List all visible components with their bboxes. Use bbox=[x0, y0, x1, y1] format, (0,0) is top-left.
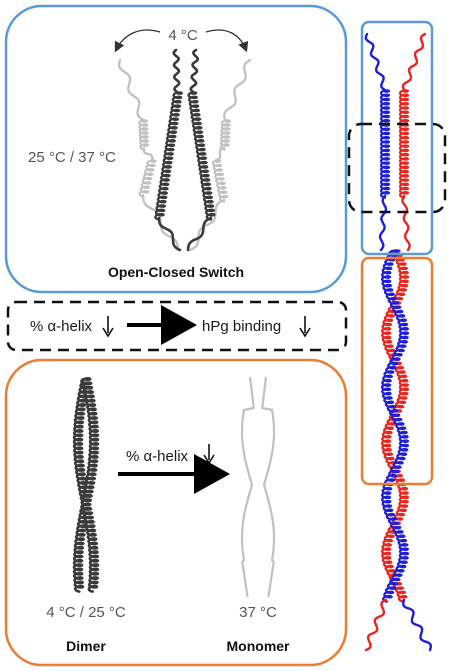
monomer-chain bbox=[261, 376, 276, 598]
right-orange-highlight-box bbox=[360, 256, 434, 486]
curved-arrow-left-icon bbox=[114, 29, 161, 53]
red-strand-segment bbox=[401, 194, 411, 252]
right-blue-highlight-box bbox=[360, 20, 434, 256]
dimer-title: Dimer bbox=[66, 638, 106, 654]
closed-strand-segment bbox=[186, 216, 213, 252]
temp-cold-label: 4 °C bbox=[168, 27, 198, 44]
red-strand-segment bbox=[364, 598, 388, 652]
blue-helix-segment bbox=[380, 249, 410, 603]
dimer-structure bbox=[72, 377, 100, 593]
closed-strand-segment bbox=[172, 48, 181, 94]
open-helix-segment bbox=[219, 119, 231, 151]
open-strand-segment bbox=[117, 58, 145, 122]
closed-helix-segment bbox=[154, 91, 183, 221]
full-protein-structure bbox=[364, 32, 432, 652]
dimer-helix-chain bbox=[72, 377, 100, 593]
switch-closed-strands bbox=[154, 48, 216, 252]
open-strand-segment bbox=[223, 58, 252, 122]
down-arrow-icon bbox=[203, 444, 215, 465]
dimer-temp-label: 4 °C / 25 °C bbox=[46, 604, 126, 621]
monomer-temp-label: 37 °C bbox=[239, 604, 277, 621]
open-strand-segment bbox=[142, 146, 154, 162]
open-strand-segment bbox=[214, 146, 226, 162]
monomer-chain bbox=[240, 376, 255, 598]
dimer-helix-label: % α-helix bbox=[126, 448, 189, 465]
open-helix-segment bbox=[211, 159, 229, 203]
switch-open-strands bbox=[117, 58, 252, 252]
blue-strand-segment bbox=[364, 32, 387, 92]
blue-helix-segment bbox=[379, 89, 391, 199]
closed-strand-segment bbox=[189, 48, 200, 94]
dimer-panel-box bbox=[4, 358, 348, 667]
dimer-helix-chain bbox=[72, 377, 100, 593]
down-arrow-icon bbox=[299, 316, 311, 338]
helix-binding-panel bbox=[6, 300, 348, 352]
closed-helix-segment bbox=[187, 91, 216, 221]
open-helix-segment bbox=[138, 119, 150, 151]
open-strand-segment bbox=[188, 198, 226, 252]
binding-label: hPg binding bbox=[202, 318, 281, 335]
red-helix-segment bbox=[398, 89, 410, 199]
temp-warm-label: 25 °C / 37 °C bbox=[28, 149, 116, 166]
red-strand-segment bbox=[401, 32, 427, 92]
open-helix-segment bbox=[138, 159, 157, 198]
down-arrow-icon bbox=[102, 316, 114, 338]
right-dashed-highlight-box bbox=[347, 122, 447, 214]
closed-strand-segment bbox=[157, 216, 182, 252]
monomer-title: Monomer bbox=[227, 638, 291, 654]
blue-strand-segment bbox=[378, 194, 388, 252]
helix-decrease-label: % α-helix bbox=[30, 318, 93, 335]
switch-panel-box bbox=[4, 4, 348, 294]
blue-strand-segment bbox=[402, 598, 432, 652]
curved-arrow-right-icon bbox=[205, 29, 249, 53]
switch-panel-title: Open-Closed Switch bbox=[108, 264, 244, 280]
monomer-structure bbox=[240, 376, 276, 598]
